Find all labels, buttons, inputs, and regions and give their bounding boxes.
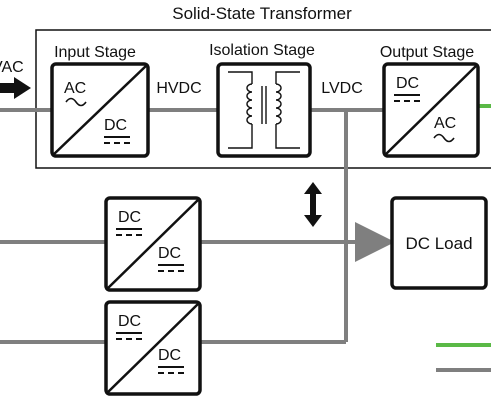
- dc-symbol-icon: [116, 228, 142, 236]
- isolation-stage-block: [216, 62, 312, 158]
- wires: [0, 108, 395, 344]
- dc-load-label: DC Load: [405, 234, 472, 253]
- hvdc-label: HVDC: [156, 80, 201, 97]
- converter-1-bottom-label: DC: [158, 245, 181, 262]
- sst-enclosure: [35, 29, 491, 169]
- bidirectional-arrow-icon: [304, 182, 322, 227]
- converter-2-diagonal: [105, 301, 201, 395]
- transformer-icon: [228, 71, 300, 149]
- output-stage-title: Output Stage: [380, 44, 474, 61]
- converter-2-bottom-label: DC: [158, 347, 181, 364]
- input-stage-top-label: AC: [64, 80, 86, 97]
- input-stage-diagonal: [51, 63, 149, 157]
- input-label: VAC: [0, 59, 24, 76]
- output-stage-top-label: DC: [396, 75, 419, 92]
- dc-symbol-icon: [158, 264, 184, 272]
- ac-wave-icon: [433, 133, 455, 143]
- dc-symbol-icon: [158, 366, 184, 374]
- ac-wave-icon: [65, 97, 87, 107]
- lvdc-label: LVDC: [321, 80, 363, 97]
- output-stage-diagonal: [383, 63, 479, 157]
- dc-symbol-icon: [116, 332, 142, 340]
- isolation-stage-title: Isolation Stage: [209, 42, 315, 59]
- converter-1-diagonal: [105, 197, 201, 291]
- output-stage-bottom-label: AC: [434, 115, 456, 132]
- converter-2-top-label: DC: [118, 313, 141, 330]
- input-arrow-icon: [0, 77, 31, 99]
- diagram-title: Solid-State Transformer: [172, 4, 352, 23]
- dc-symbol-icon: [104, 136, 130, 144]
- input-stage-title: Input Stage: [54, 44, 136, 61]
- input-stage-bottom-label: DC: [104, 117, 127, 134]
- dc-symbol-icon: [394, 94, 420, 102]
- converter-1-top-label: DC: [118, 209, 141, 226]
- dc-load-block: [390, 196, 488, 290]
